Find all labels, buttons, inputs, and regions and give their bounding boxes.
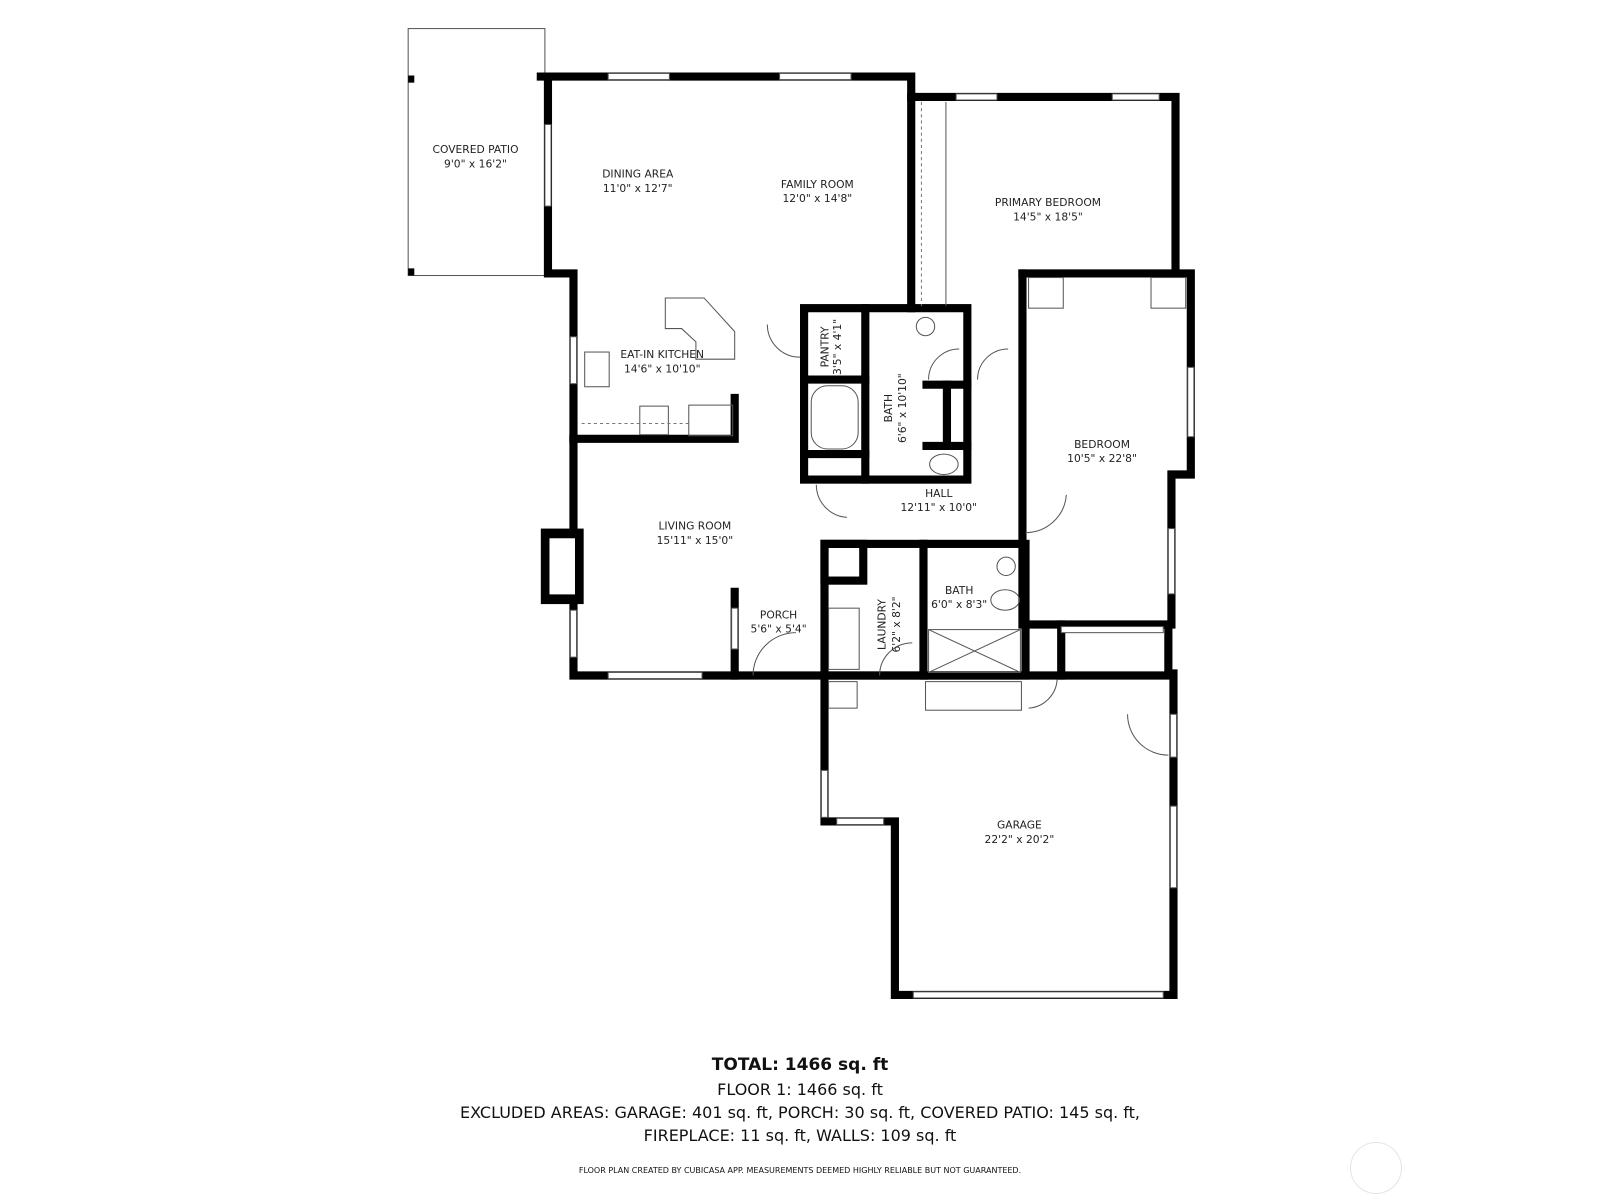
room-name: LIVING ROOM [658, 520, 731, 533]
room-name: HALL [925, 487, 952, 500]
room-name: BATH [945, 584, 973, 597]
room-label-laundry: LAUNDRY 6'2" x 8'2" [876, 596, 903, 652]
room-size: 6'0" x 8'3" [931, 598, 987, 611]
room-label-bedroom: BEDROOM 10'5" x 22'8" [1067, 438, 1137, 465]
walls [536, 72, 1195, 999]
room-size: 12'0" x 14'8" [782, 192, 852, 205]
room-name: EAT-IN KITCHEN [620, 348, 704, 361]
room-label-dining-area: DINING AREA 11'0" x 12'7" [602, 168, 674, 195]
room-name: PRIMARY BEDROOM [995, 196, 1101, 209]
fireplace-hearth [548, 537, 577, 596]
room-size: 14'5" x 18'5" [1013, 210, 1083, 223]
room-size: 3'5" x 4'1" [831, 319, 844, 375]
windows [544, 72, 1195, 999]
room-name: BEDROOM [1074, 438, 1130, 451]
room-name: PANTRY [819, 326, 832, 367]
room-label-bath: BATH 6'6" x 10'10" [882, 373, 909, 443]
room-size: 10'5" x 22'8" [1067, 452, 1137, 465]
room-label-family-room: FAMILY ROOM 12'0" x 14'8" [781, 178, 854, 205]
room-label-covered-patio: COVERED PATIO 9'0" x 16'2" [432, 143, 518, 170]
room-label-pantry: PANTRY 3'5" x 4'1" [819, 319, 844, 375]
total-area: TOTAL: 1466 sq. ft [711, 1055, 889, 1075]
room-label-primary-bedroom: PRIMARY BEDROOM 14'5" x 18'5" [995, 196, 1101, 223]
room-size: 5'6" x 5'4" [751, 623, 807, 636]
compass-icon [1350, 1142, 1402, 1194]
room-label-eat-in-kitchen: EAT-IN KITCHEN 14'6" x 10'10" [620, 348, 704, 375]
room-size: 22'2" x 20'2" [985, 833, 1055, 846]
fixtures [581, 102, 1187, 756]
excluded-areas: EXCLUDED AREAS: GARAGE: 401 sq. ft, PORC… [460, 1103, 1140, 1122]
room-size: 15'11" x 15'0" [657, 534, 734, 547]
patio-post [408, 75, 415, 83]
room-label-living-room: LIVING ROOM 15'11" x 15'0" [657, 520, 734, 547]
room-name: BATH [882, 394, 895, 422]
room-size: 14'6" x 10'10" [624, 362, 701, 375]
excluded-areas-continued: FIREPLACE: 11 sq. ft, WALLS: 109 sq. ft [643, 1126, 957, 1145]
room-name: DINING AREA [602, 168, 674, 181]
room-label-porch: PORCH 5'6" x 5'4" [751, 608, 807, 635]
room-size: 6'2" x 8'2" [890, 596, 903, 652]
floor-area: FLOOR 1: 1466 sq. ft [717, 1080, 883, 1099]
patio-post [408, 268, 415, 276]
room-name: LAUNDRY [876, 599, 889, 650]
room-size: 12'11" x 10'0" [901, 501, 978, 514]
room-name: PORCH [760, 608, 797, 621]
room-label-garage: GARAGE 22'2" x 20'2" [985, 819, 1055, 846]
room-size: 9'0" x 16'2" [444, 157, 507, 170]
room-size: 6'6" x 10'10" [896, 373, 909, 443]
room-name: COVERED PATIO [432, 143, 518, 156]
room-name: FAMILY ROOM [781, 178, 854, 191]
room-name: GARAGE [997, 819, 1042, 832]
room-label-bath-2: BATH 6'0" x 8'3" [931, 584, 987, 611]
room-label-hall: HALL 12'11" x 10'0" [901, 487, 978, 514]
disclaimer: FLOOR PLAN CREATED BY CUBICASA APP. MEAS… [578, 1166, 1022, 1175]
room-size: 11'0" x 12'7" [603, 182, 673, 195]
